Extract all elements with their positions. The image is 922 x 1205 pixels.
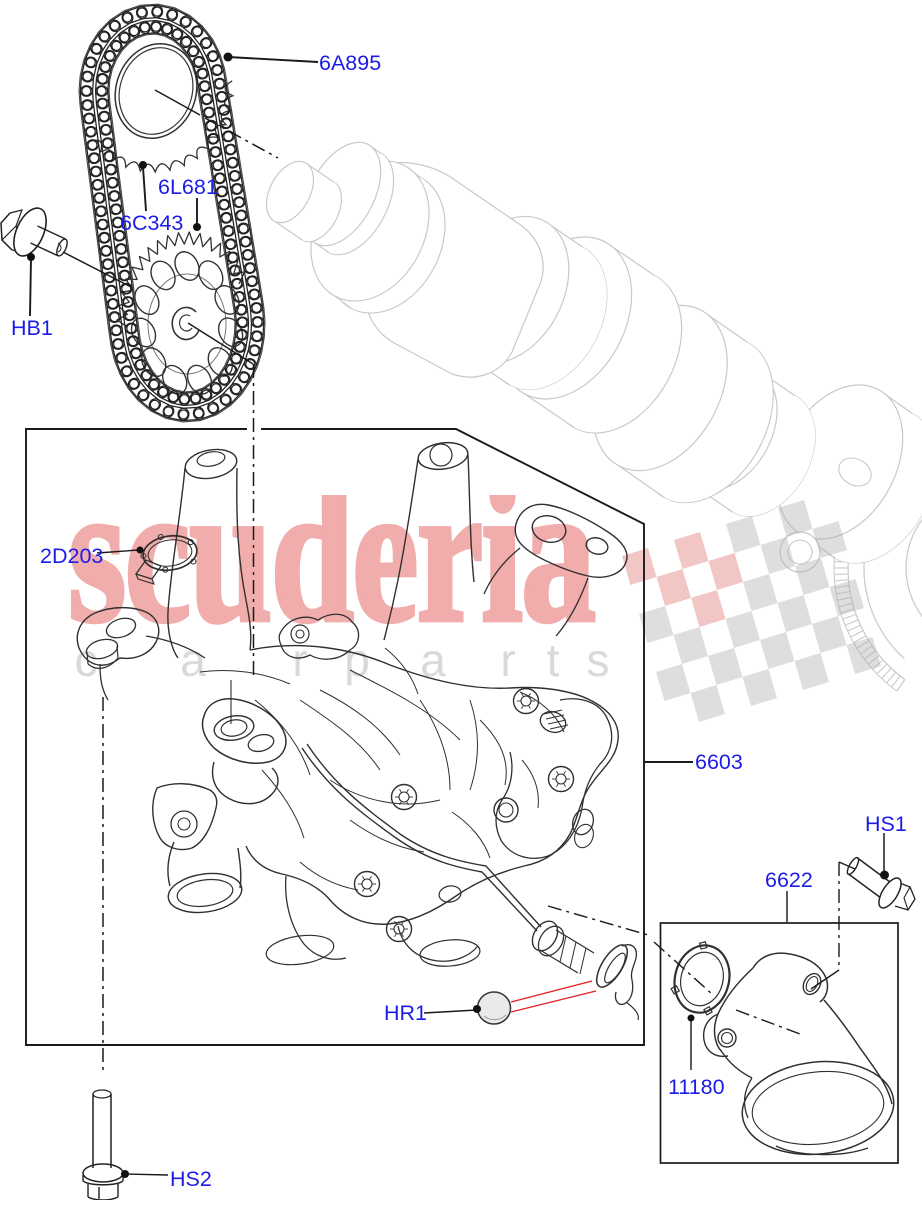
svg-text:s: s [587,634,610,686]
svg-text:6L681: 6L681 [158,175,218,199]
svg-text:HR1: HR1 [384,1001,427,1025]
svg-text:a: a [180,634,206,686]
svg-text:t: t [547,634,560,686]
svg-text:2D203: 2D203 [40,544,103,568]
svg-text:HB1: HB1 [11,316,53,340]
svg-text:11180: 11180 [668,1075,725,1099]
svg-text:6A895: 6A895 [319,51,381,75]
svg-text:6603: 6603 [695,750,743,774]
svg-text:r: r [500,634,515,686]
svg-text:scuderia: scuderia [68,444,596,664]
svg-text:6622: 6622 [765,868,813,892]
svg-text:HS1: HS1 [865,812,907,836]
svg-text:r: r [292,634,307,686]
svg-text:a: a [420,634,446,686]
svg-text:HS2: HS2 [170,1167,212,1191]
svg-text:6C343: 6C343 [120,211,183,235]
svg-text:c: c [75,634,98,686]
